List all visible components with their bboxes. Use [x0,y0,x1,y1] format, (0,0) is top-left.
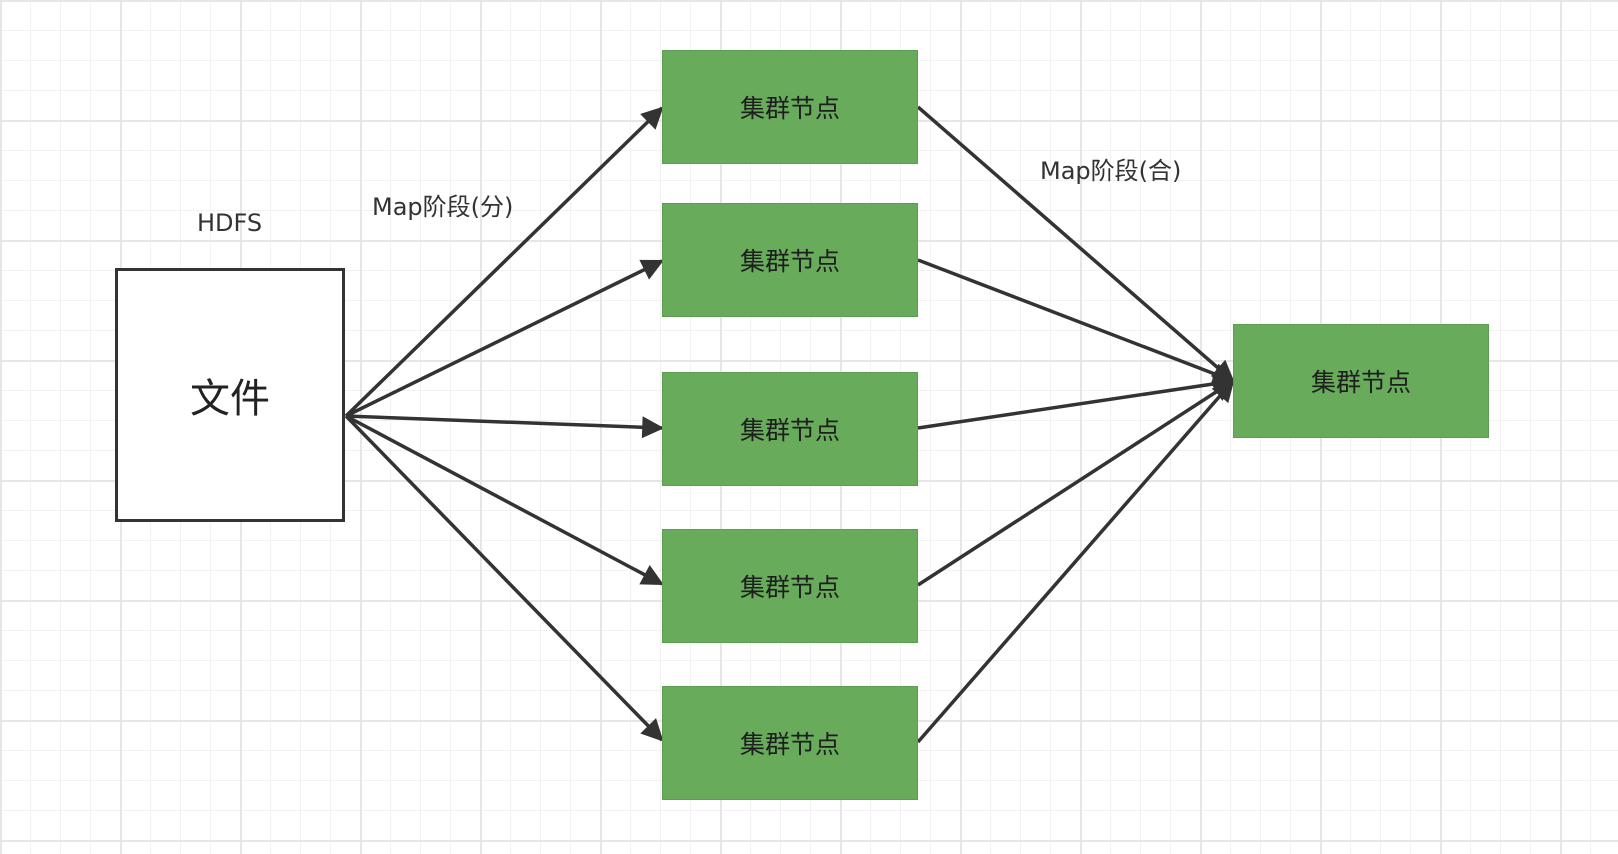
map-split-label: Map阶段(分) [372,193,514,221]
cluster-node-label: 集群节点 [739,573,840,602]
cluster-node-label: 集群节点 [739,416,840,445]
edge-node-4-to-target [917,379,1235,587]
cluster-node-1[interactable]: 集群节点 [662,50,918,164]
map-merge-label: Map阶段(合) [1040,157,1182,185]
edge-node-2-to-target [917,258,1236,385]
edge-file-to-node-3 [345,414,665,439]
cluster-node-label: 集群节点 [739,94,840,123]
edge-node-5-to-target [916,379,1235,744]
edge-node-3-to-target [917,373,1236,430]
file-label: 文件 [190,376,270,422]
cluster-node-label: 集群节点 [739,730,840,759]
cluster-node-label: 集群节点 [739,247,840,276]
target-cluster-node[interactable]: 集群节点 [1233,324,1489,438]
edge-file-to-node-1 [344,106,664,418]
edge-file-to-node-5 [344,414,664,742]
cluster-node-4[interactable]: 集群节点 [662,529,918,643]
cluster-node-2[interactable]: 集群节点 [662,203,918,317]
hdfs-label: HDFS [197,209,263,237]
file-box[interactable]: 文件 [115,268,345,522]
cluster-node-3[interactable]: 集群节点 [662,372,918,486]
edge-file-to-node-2 [345,259,664,418]
cluster-node-5[interactable]: 集群节点 [662,686,918,800]
edge-file-to-node-4 [345,414,664,586]
edge-node-1-to-target [916,105,1235,383]
target-cluster-node-label: 集群节点 [1310,368,1411,397]
